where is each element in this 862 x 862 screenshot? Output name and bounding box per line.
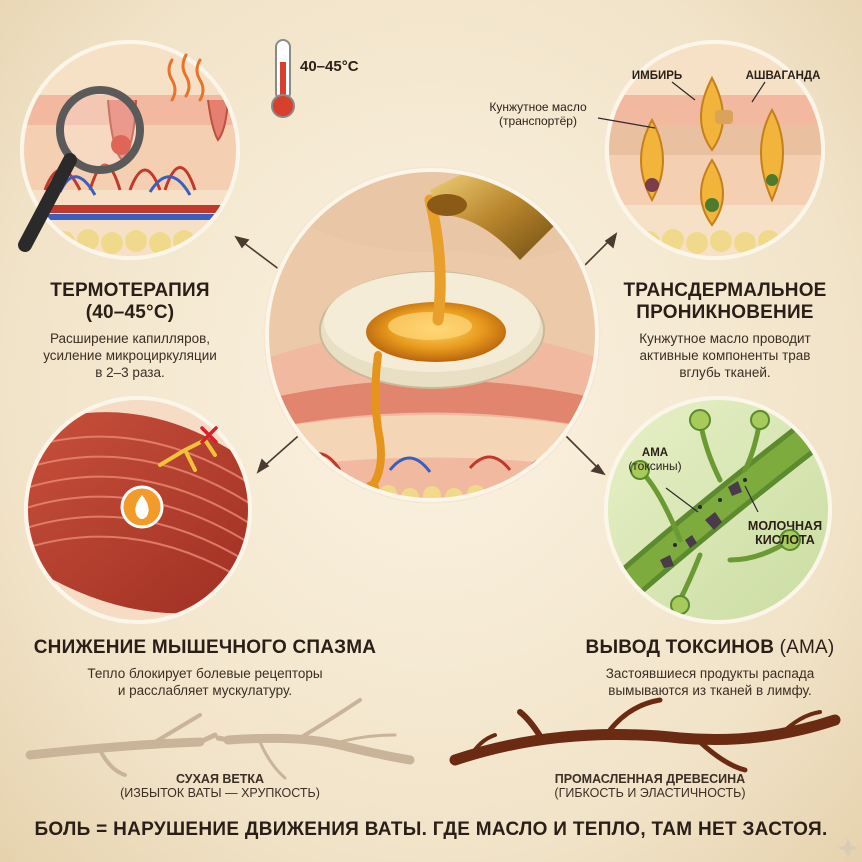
oiled-branch-illustration xyxy=(449,697,841,773)
footer-statement: БОЛЬ = НАРУШЕНИЕ ДВИЖЕНИЯ ВАТЫ. ГДЕ МАСЛ… xyxy=(34,819,828,840)
dry-branch-title: СУХАЯ ВЕТКА xyxy=(175,772,265,786)
toxins-title-suffix: (АМА) xyxy=(774,637,835,658)
fire-icon xyxy=(120,485,164,529)
thermotherapy-skin-illustration xyxy=(18,40,240,260)
transdermal-desc-3: вглубь тканей. xyxy=(679,365,771,380)
dry-branch-illustration xyxy=(25,698,415,780)
thermo-title-2: (40–45°C) xyxy=(85,302,175,323)
oiled-branch-caption: ПРОМАСЛЕННАЯ ДРЕВЕСИНА (ГИБКОСТЬ И ЭЛАСТ… xyxy=(490,772,810,800)
blocked-x-icon xyxy=(200,426,218,444)
heat-waves-icon xyxy=(167,53,205,102)
center-oil-pool xyxy=(263,166,601,504)
ashwagandha-label: АШВАГАНДА xyxy=(745,70,821,82)
thermometer-temp: 40–45°C xyxy=(300,58,359,75)
ama-label: АМА (токсины) xyxy=(620,447,690,473)
thermo-desc-3: в 2–3 раза. xyxy=(95,365,165,380)
toxins-desc-1: Застоявшиеся продукты распада xyxy=(605,666,815,681)
magnifier-icon xyxy=(56,86,144,174)
oiled-branch-sub: (ГИБКОСТЬ И ЭЛАСТИЧНОСТЬ) xyxy=(554,786,746,800)
spasm-desc-1: Тепло блокирует болевые рецепторы xyxy=(87,666,323,681)
oil-label-1: Кунжутное масло xyxy=(489,100,587,114)
lymph-illustration xyxy=(604,396,832,624)
spasm-desc-2: и расслабляет мускулатуру. xyxy=(117,683,293,698)
thermo-desc-1: Расширение капилляров, xyxy=(49,331,211,346)
oiled-branch-title: ПРОМАСЛЕННАЯ ДРЕВЕСИНА xyxy=(554,772,746,786)
oil-label-2: (транспортёр) xyxy=(499,114,577,128)
thermo-section: ТЕРМОТЕРАПИЯ (40–45°C) Расширение капилл… xyxy=(10,280,250,381)
dry-branch-caption: СУХАЯ ВЕТКА (ИЗБЫТОК ВАТЫ — ХРУПКОСТЬ) xyxy=(70,772,370,800)
toxins-title: ВЫВОД ТОКСИНОВ xyxy=(585,637,775,658)
ginger-label: ИМБИРЬ xyxy=(631,70,683,82)
muscle-illustration xyxy=(24,396,252,624)
ama-title: АМА xyxy=(641,447,669,459)
transdermal-desc-2: активные компоненты трав xyxy=(639,348,811,363)
thermo-desc-2: усиление микроциркуляции xyxy=(43,348,217,363)
thermo-title-1: ТЕРМОТЕРАПИЯ xyxy=(50,280,210,301)
oil-transporter-label: Кунжутное масло (транспортёр) xyxy=(468,100,608,128)
lactic-acid-label: МОЛОЧНАЯ КИСЛОТА xyxy=(735,519,835,547)
toxins-section: ВЫВОД ТОКСИНОВ (АМА) Застоявшиеся продук… xyxy=(570,637,850,699)
transdermal-desc-1: Кунжутное масло проводит xyxy=(639,331,811,346)
lactic-2: КИСЛОТА xyxy=(755,533,815,547)
transdermal-title-2: ПРОНИКНОВЕНИЕ xyxy=(636,302,814,323)
transdermal-section: ТРАНСДЕРМАЛЬНОЕ ПРОНИКНОВЕНИЕ Кунжутное … xyxy=(600,280,850,381)
spasm-section: СНИЖЕНИЕ МЫШЕЧНОГО СПАЗМА Тепло блокируе… xyxy=(20,637,390,699)
lactic-1: МОЛОЧНАЯ xyxy=(747,519,823,533)
sparkle-icon xyxy=(838,838,858,858)
dry-branch-sub: (ИЗБЫТОК ВАТЫ — ХРУПКОСТЬ) xyxy=(120,786,320,800)
spasm-title: СНИЖЕНИЕ МЫШЕЧНОГО СПАЗМА xyxy=(33,637,377,658)
ama-sub: (токсины) xyxy=(628,459,682,473)
transdermal-title-1: ТРАНСДЕРМАЛЬНОЕ xyxy=(623,280,827,301)
transdermal-illustration xyxy=(597,40,825,260)
thermometer-icon xyxy=(271,39,295,118)
toxins-desc-2: вымываются из тканей в лимфу. xyxy=(608,683,812,698)
